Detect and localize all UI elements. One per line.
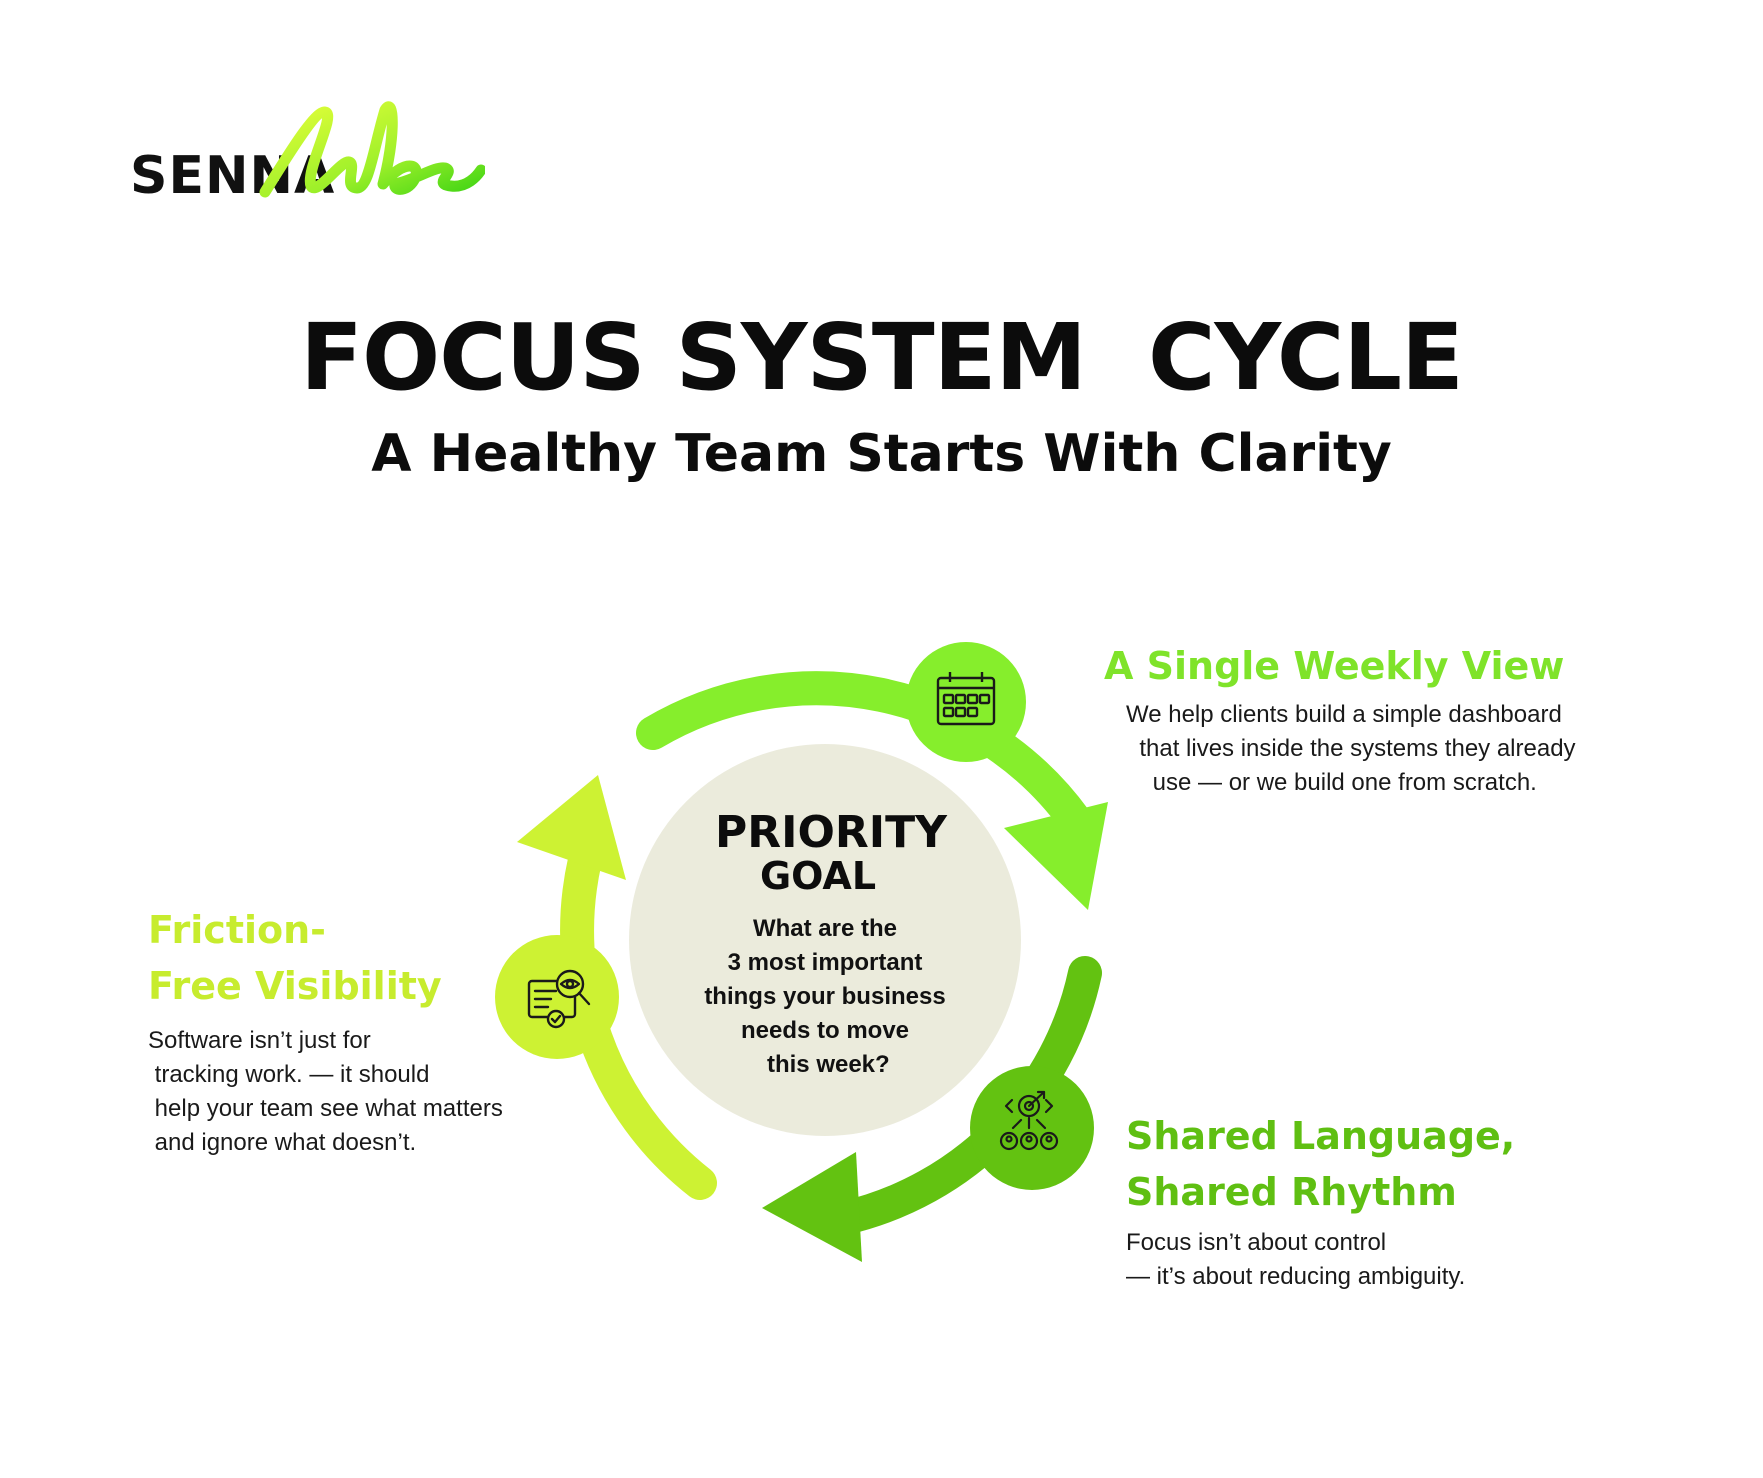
priority-goal: PRIORITY GOAL What are the 3 most import… — [630, 807, 1020, 1082]
step-heading-visibility: Friction- Free Visibility — [148, 908, 442, 1008]
center-title-goal: GOAL — [759, 854, 877, 899]
arc-top — [636, 671, 1092, 837]
arrowhead-left — [517, 775, 626, 880]
step-body-weekly-view: We help clients build a simple dashboard… — [1126, 701, 1576, 796]
step-body-shared-rhythm: Focus isn’t about control — it’s about r… — [1126, 1229, 1466, 1290]
page-subtitle: A Healthy Team Starts With Clarity — [371, 424, 1392, 484]
arrowhead-top — [1004, 802, 1108, 910]
page-title: FOCUS SYSTEM CYCLE — [300, 304, 1464, 411]
logo-senna-text: SENNA — [130, 146, 336, 206]
center-title-priority: PRIORITY — [714, 807, 948, 858]
center-question: What are the 3 most important things you… — [704, 914, 946, 1078]
node-shared-rhythm — [970, 1066, 1094, 1190]
document-eye-search-icon — [527, 969, 591, 1029]
team-target-icon — [999, 1090, 1059, 1151]
arrowhead-bottom — [762, 1152, 862, 1262]
step-body-visibility: Software isn’t just for tracking work. —… — [148, 1027, 503, 1156]
step-heading-weekly-view: A Single Weekly View — [1104, 644, 1565, 688]
senna-labs-logo: SENNA — [130, 101, 485, 220]
step-heading-shared-rhythm: Shared Language, Shared Rhythm — [1126, 1114, 1516, 1214]
center-circle — [629, 744, 1021, 1136]
node-visibility — [495, 935, 619, 1059]
logo-labs-script — [259, 101, 485, 198]
node-calendar — [906, 642, 1026, 762]
calendar-icon — [936, 672, 996, 726]
